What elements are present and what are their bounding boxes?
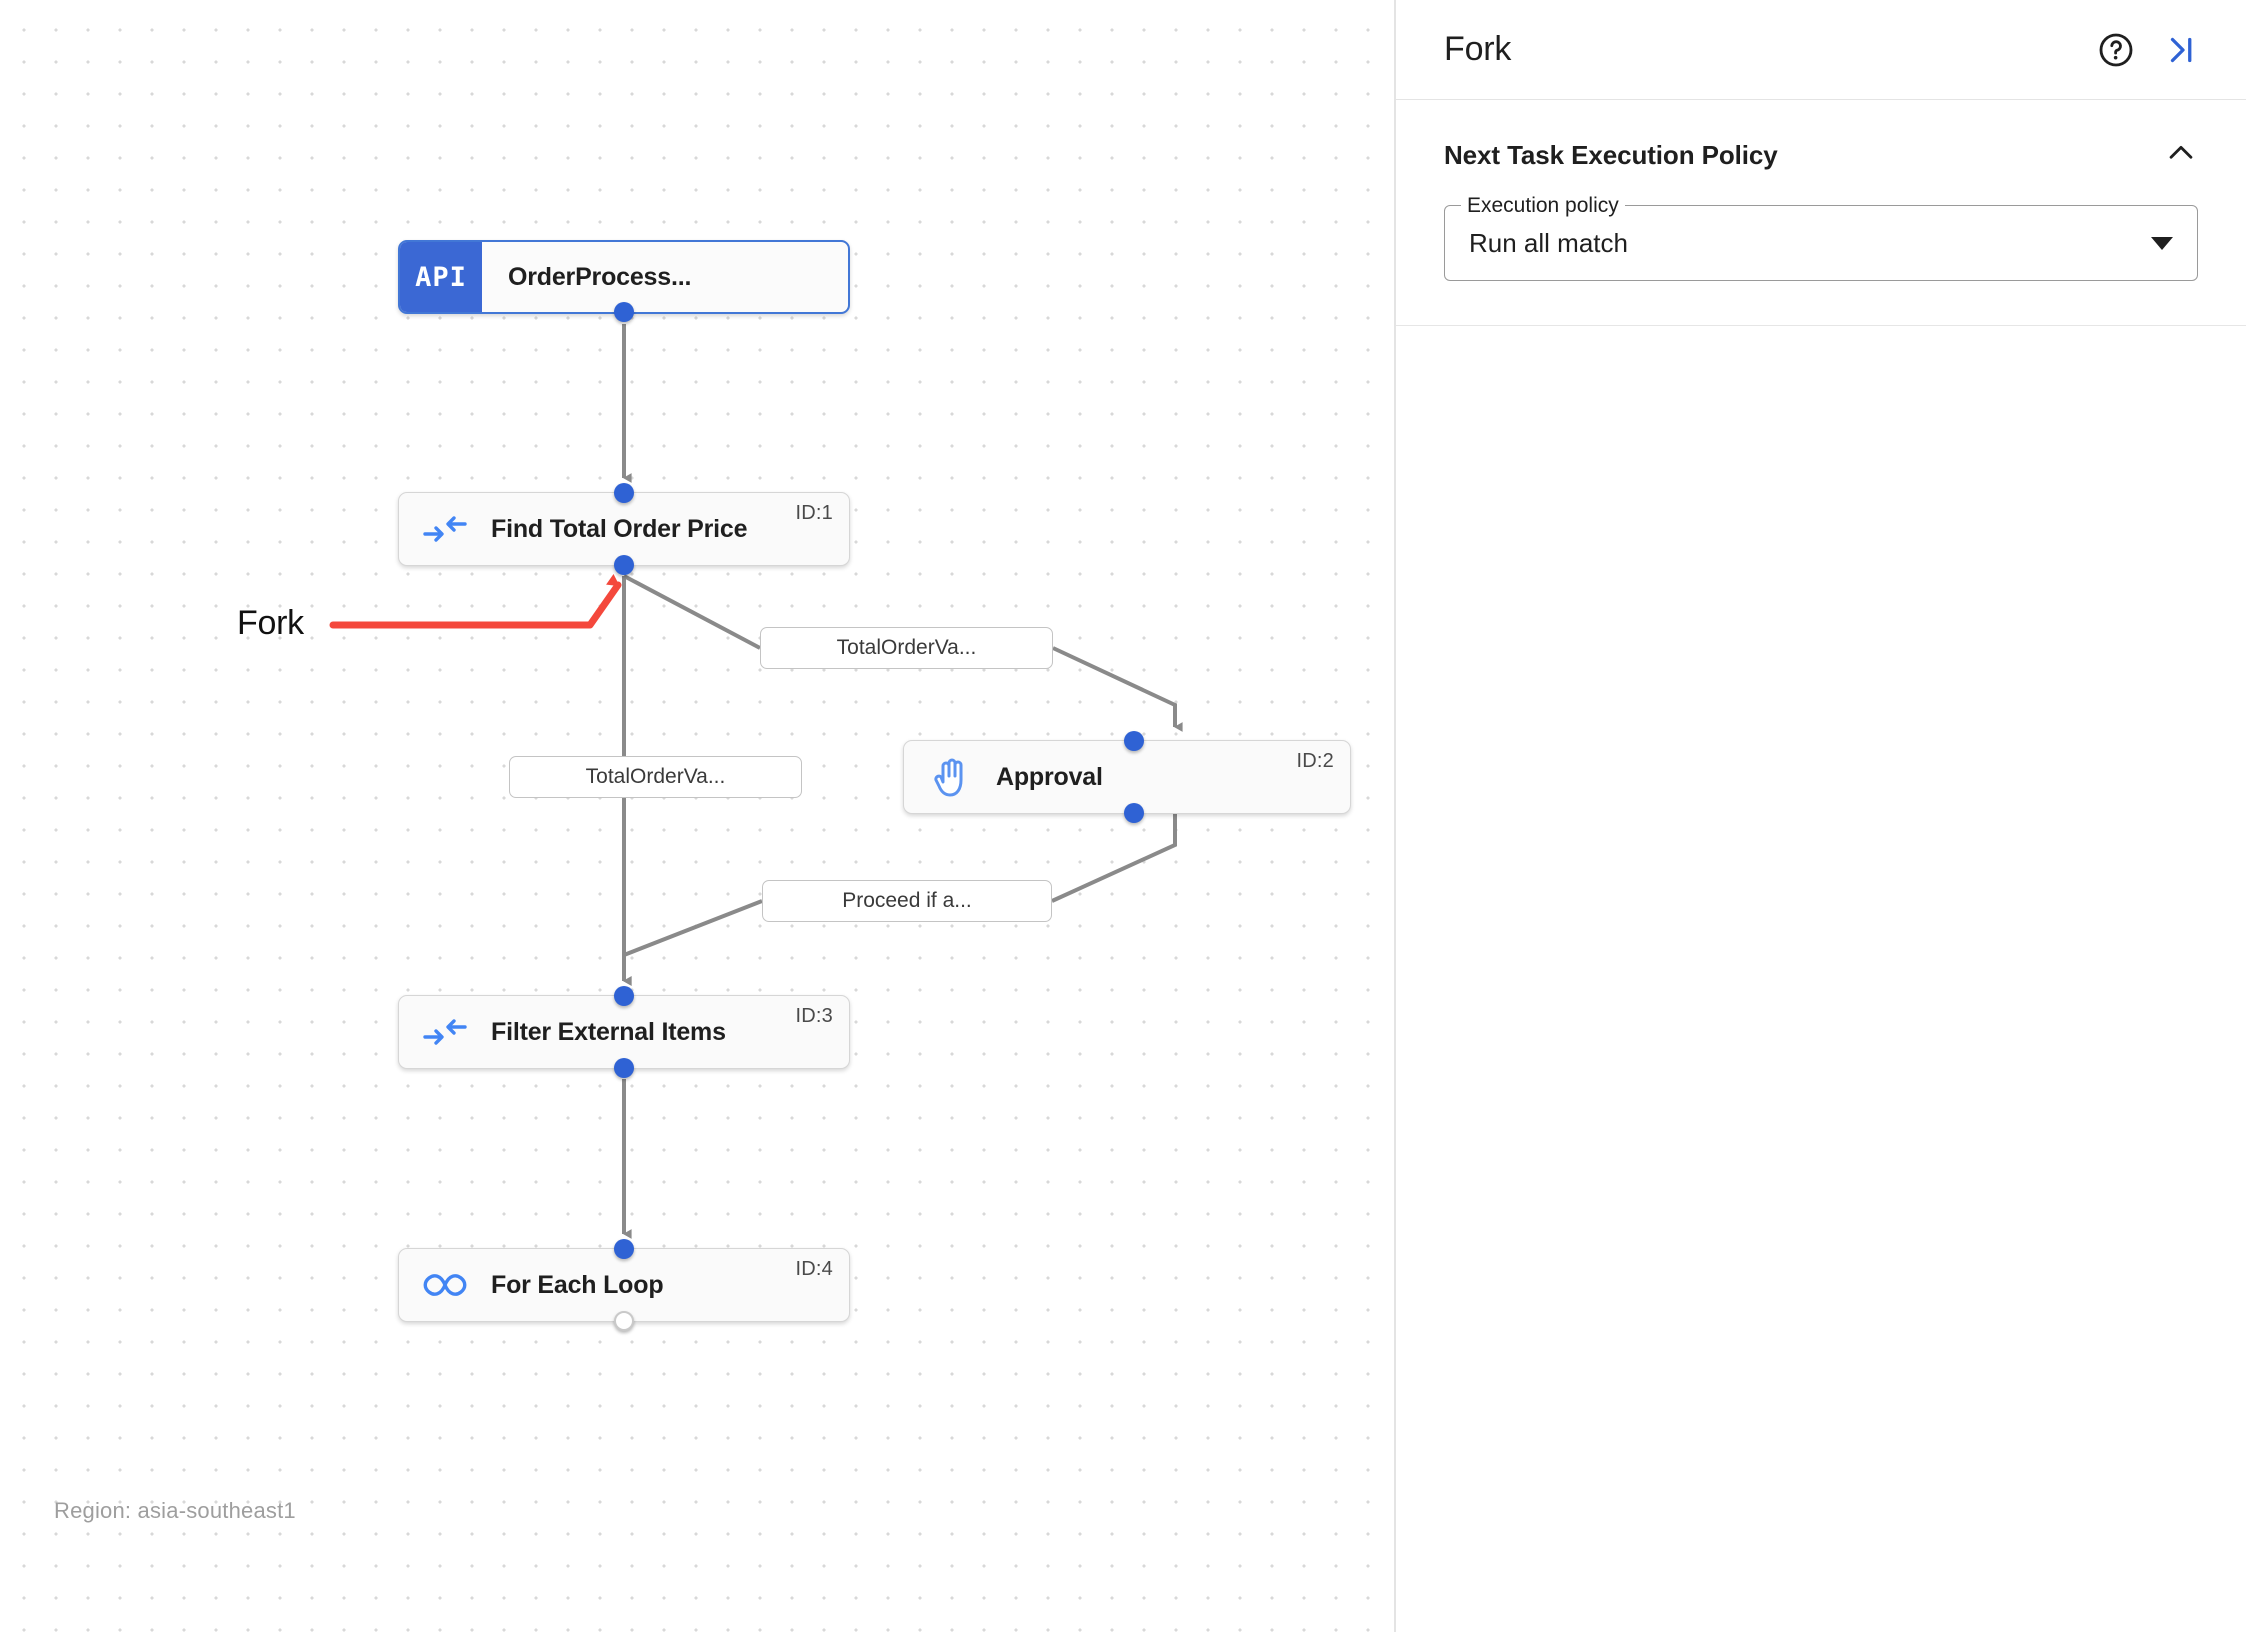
node-output-port[interactable] (614, 555, 634, 575)
node-id-label: ID:4 (795, 1258, 833, 1280)
edge-label[interactable]: TotalOrderVa... (509, 756, 802, 798)
api-icon-text: API (415, 261, 467, 293)
edge-label-text: Proceed if a... (842, 889, 972, 912)
merge-arrows-icon (399, 493, 491, 565)
chevron-up-icon[interactable] (2164, 136, 2198, 175)
node-order-process-trigger[interactable]: API OrderProcess... (398, 240, 850, 322)
properties-panel: Fork Next Task Execution Policy (1396, 0, 2246, 1632)
canvas-panel-divider (1394, 0, 1396, 1632)
node-id-label: ID:1 (795, 502, 833, 524)
node-title: For Each Loop (491, 1270, 664, 1299)
node-title: Find Total Order Price (491, 514, 748, 543)
edge-label[interactable]: Proceed if a... (762, 880, 1052, 922)
node-filter-external-items[interactable]: Filter External Items ID:3 (398, 986, 850, 1078)
node-id-label: ID:3 (795, 1005, 833, 1027)
api-icon: API (400, 242, 482, 312)
edge-label-text: TotalOrderVa... (585, 765, 726, 788)
node-output-port[interactable] (1124, 803, 1144, 823)
node-find-total-order-price[interactable]: Find Total Order Price ID:1 (398, 483, 850, 575)
section-header[interactable]: Next Task Execution Policy (1444, 136, 2198, 175)
caret-down-icon[interactable] (2151, 236, 2173, 250)
execution-policy-select[interactable]: Execution policy Run all match (1444, 194, 2198, 281)
node-for-each-loop[interactable]: For Each Loop ID:4 (398, 1239, 850, 1331)
panel-header: Fork (1396, 0, 2246, 100)
node-output-port[interactable] (614, 1311, 634, 1331)
workflow-canvas[interactable]: TotalOrderVa... TotalOrderVa... Proceed … (0, 0, 1396, 1632)
node-output-port[interactable] (614, 1058, 634, 1078)
node-title: OrderProcess... (508, 262, 692, 291)
node-title: Approval (996, 762, 1103, 791)
node-id-label: ID:2 (1296, 750, 1334, 772)
next-task-execution-policy-section: Next Task Execution Policy Execution pol… (1396, 100, 2246, 326)
node-approval[interactable]: Approval ID:2 (903, 731, 1351, 823)
region-label: Region: asia-southeast1 (54, 1498, 296, 1523)
edge-label-text: TotalOrderVa... (836, 636, 977, 659)
execution-policy-value: Run all match (1469, 227, 1628, 258)
fork-annotation-label: Fork (237, 604, 304, 642)
edge-label[interactable]: TotalOrderVa... (760, 627, 1053, 669)
execution-policy-label: Execution policy (1461, 194, 1625, 218)
node-input-port[interactable] (614, 986, 634, 1006)
node-input-port[interactable] (1124, 731, 1144, 751)
infinity-icon (399, 1249, 491, 1321)
help-circle-icon[interactable] (2088, 22, 2144, 78)
collapse-panel-icon[interactable] (2152, 22, 2208, 78)
raised-hand-icon (904, 741, 996, 813)
merge-arrows-icon (399, 996, 491, 1068)
node-input-port[interactable] (614, 483, 634, 503)
node-input-port[interactable] (614, 1239, 634, 1259)
node-output-port[interactable] (614, 302, 634, 322)
section-title: Next Task Execution Policy (1444, 140, 1778, 170)
panel-title: Fork (1444, 30, 1512, 68)
node-title: Filter External Items (491, 1017, 726, 1046)
